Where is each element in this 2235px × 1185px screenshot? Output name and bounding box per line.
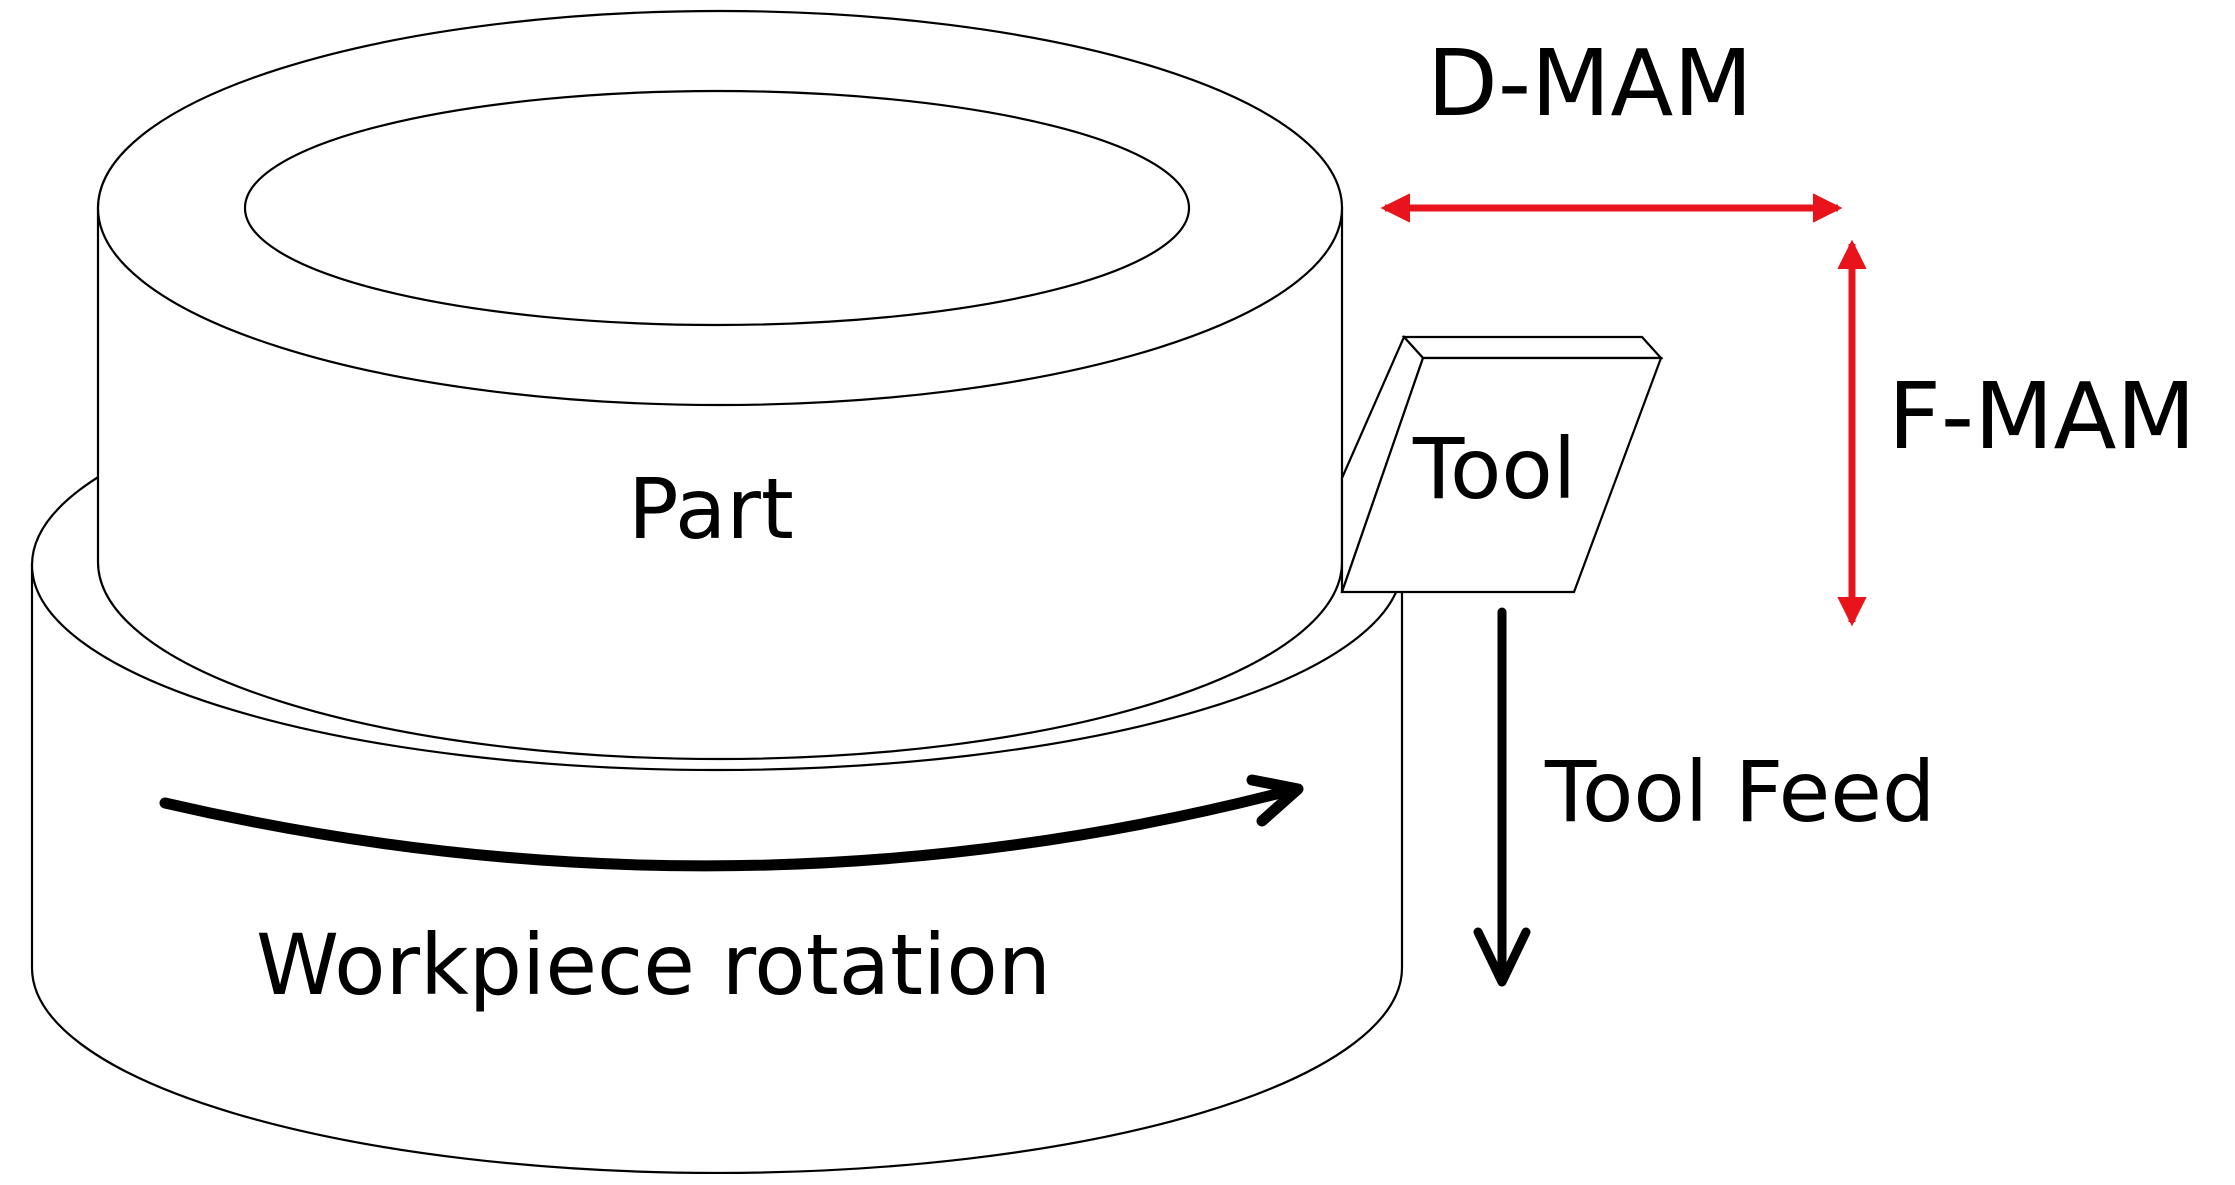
rotation-arrow-shaft (159, 784, 1298, 872)
f-mam-label: F-MAM (1888, 363, 2196, 470)
tool-label: Tool (1412, 420, 1576, 518)
part-label: Part (628, 460, 794, 558)
part-inner-bore (243, 89, 1191, 327)
rotation-arrow (159, 774, 1304, 872)
tool-feed-label: Tool Feed (1544, 743, 1935, 841)
workpiece-rotation-label: Workpiece rotation (256, 916, 1051, 1014)
tool-feed-arrow-head (1473, 927, 1531, 987)
tool-front-face (1340, 356, 1663, 594)
tool (1340, 335, 1664, 594)
d-mam-label: D-MAM (1427, 30, 1753, 137)
tool-top-face (1401, 335, 1664, 360)
tool-feed-arrow (1473, 607, 1531, 987)
part-cylinder (96, 9, 1344, 761)
rotation-arrow-head (1246, 774, 1304, 827)
